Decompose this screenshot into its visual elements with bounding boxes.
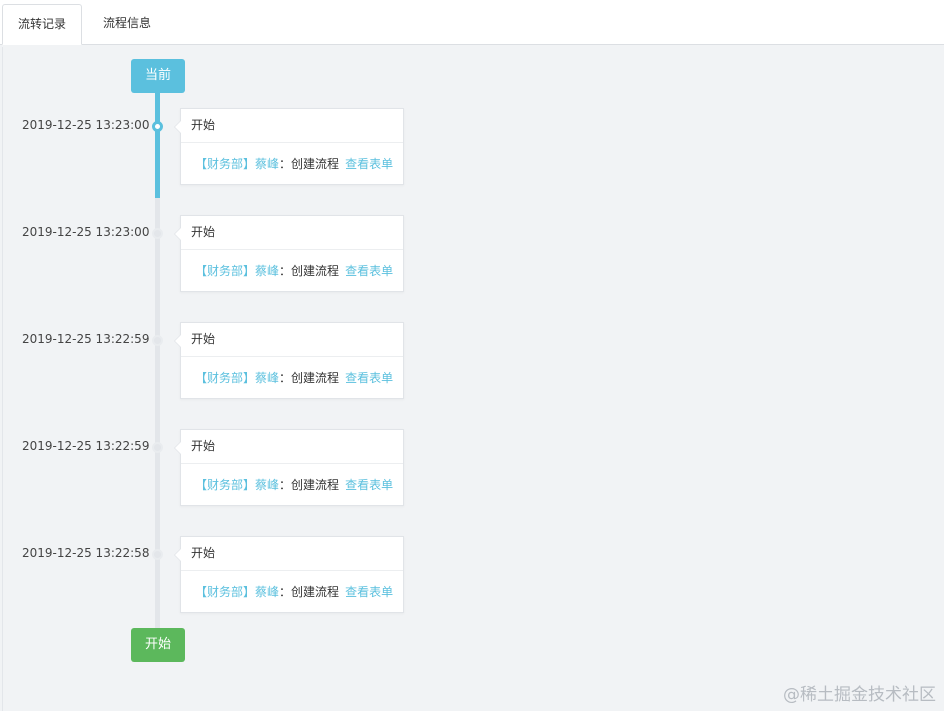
timeline-entry: 2019-12-25 13:23:00 开始 【财务部】蔡峰：创建流程查看表单: [0, 108, 944, 188]
entry-title: 开始: [181, 216, 403, 250]
entry-separator: ：: [279, 371, 292, 385]
timeline-dot-icon: [152, 442, 163, 453]
timeline-entry: 2019-12-25 13:22:58 开始 【财务部】蔡峰：创建流程查看表单: [0, 536, 944, 616]
view-form-link[interactable]: 查看表单: [345, 371, 394, 385]
entry-timestamp: 2019-12-25 13:22:59: [22, 332, 150, 346]
timeline-rail: [155, 92, 160, 640]
entry-body: 【财务部】蔡峰：创建流程查看表单: [181, 464, 403, 506]
entry-person: 蔡峰: [255, 157, 280, 171]
entry-action: 创建流程: [291, 478, 340, 492]
timeline-entry: 2019-12-25 13:22:59 开始 【财务部】蔡峰：创建流程查看表单: [0, 322, 944, 402]
entry-body: 【财务部】蔡峰：创建流程查看表单: [181, 357, 403, 399]
entry-action: 创建流程: [291, 585, 340, 599]
tab-flow-info[interactable]: 流程信息: [102, 16, 151, 30]
start-badge: 开始: [131, 628, 185, 662]
entry-action: 创建流程: [291, 264, 340, 278]
entry-timestamp: 2019-12-25 13:23:00: [22, 225, 150, 239]
entry-person: 蔡峰: [255, 478, 280, 492]
timeline-dot-icon: [152, 335, 163, 346]
view-form-link[interactable]: 查看表单: [345, 264, 394, 278]
entry-card: 开始 【财务部】蔡峰：创建流程查看表单: [174, 429, 404, 506]
timeline-dot-icon: [152, 549, 163, 560]
entry-title: 开始: [181, 323, 403, 357]
entry-department: 【财务部】: [195, 585, 256, 599]
entry-separator: ：: [279, 585, 292, 599]
entry-title: 开始: [181, 430, 403, 464]
entry-separator: ：: [279, 157, 292, 171]
entry-department: 【财务部】: [195, 371, 256, 385]
entry-timestamp: 2019-12-25 13:22:59: [22, 439, 150, 453]
entry-body: 【财务部】蔡峰：创建流程查看表单: [181, 571, 403, 613]
entry-title: 开始: [181, 537, 403, 571]
entry-timestamp: 2019-12-25 13:23:00: [22, 118, 150, 132]
entry-card: 开始 【财务部】蔡峰：创建流程查看表单: [174, 108, 404, 185]
entry-separator: ：: [279, 478, 292, 492]
entry-card: 开始 【财务部】蔡峰：创建流程查看表单: [174, 322, 404, 399]
entry-person: 蔡峰: [255, 371, 280, 385]
entry-card: 开始 【财务部】蔡峰：创建流程查看表单: [174, 536, 404, 613]
tab-flow-records[interactable]: 流转记录: [2, 4, 82, 45]
entry-department: 【财务部】: [195, 157, 256, 171]
entry-action: 创建流程: [291, 157, 340, 171]
timeline-rail-current: [155, 92, 160, 198]
entry-department: 【财务部】: [195, 264, 256, 278]
entry-body: 【财务部】蔡峰：创建流程查看表单: [181, 250, 403, 292]
entry-person: 蔡峰: [255, 585, 280, 599]
entry-timestamp: 2019-12-25 13:22:58: [22, 546, 150, 560]
entry-separator: ：: [279, 264, 292, 278]
entry-action: 创建流程: [291, 371, 340, 385]
timeline-entry: 2019-12-25 13:23:00 开始 【财务部】蔡峰：创建流程查看表单: [0, 215, 944, 295]
entry-title: 开始: [181, 109, 403, 143]
timeline-entry: 2019-12-25 13:22:59 开始 【财务部】蔡峰：创建流程查看表单: [0, 429, 944, 509]
timeline-dot-active-icon: [152, 121, 163, 132]
tab-bar: 流转记录 流程信息: [0, 0, 944, 45]
current-badge: 当前: [131, 59, 185, 93]
view-form-link[interactable]: 查看表单: [345, 478, 394, 492]
entry-body: 【财务部】蔡峰：创建流程查看表单: [181, 143, 403, 185]
timeline-dot-icon: [152, 228, 163, 239]
entry-card: 开始 【财务部】蔡峰：创建流程查看表单: [174, 215, 404, 292]
view-form-link[interactable]: 查看表单: [345, 585, 394, 599]
watermark-text: @稀土掘金技术社区: [783, 685, 936, 705]
view-form-link[interactable]: 查看表单: [345, 157, 394, 171]
entry-person: 蔡峰: [255, 264, 280, 278]
entry-department: 【财务部】: [195, 478, 256, 492]
